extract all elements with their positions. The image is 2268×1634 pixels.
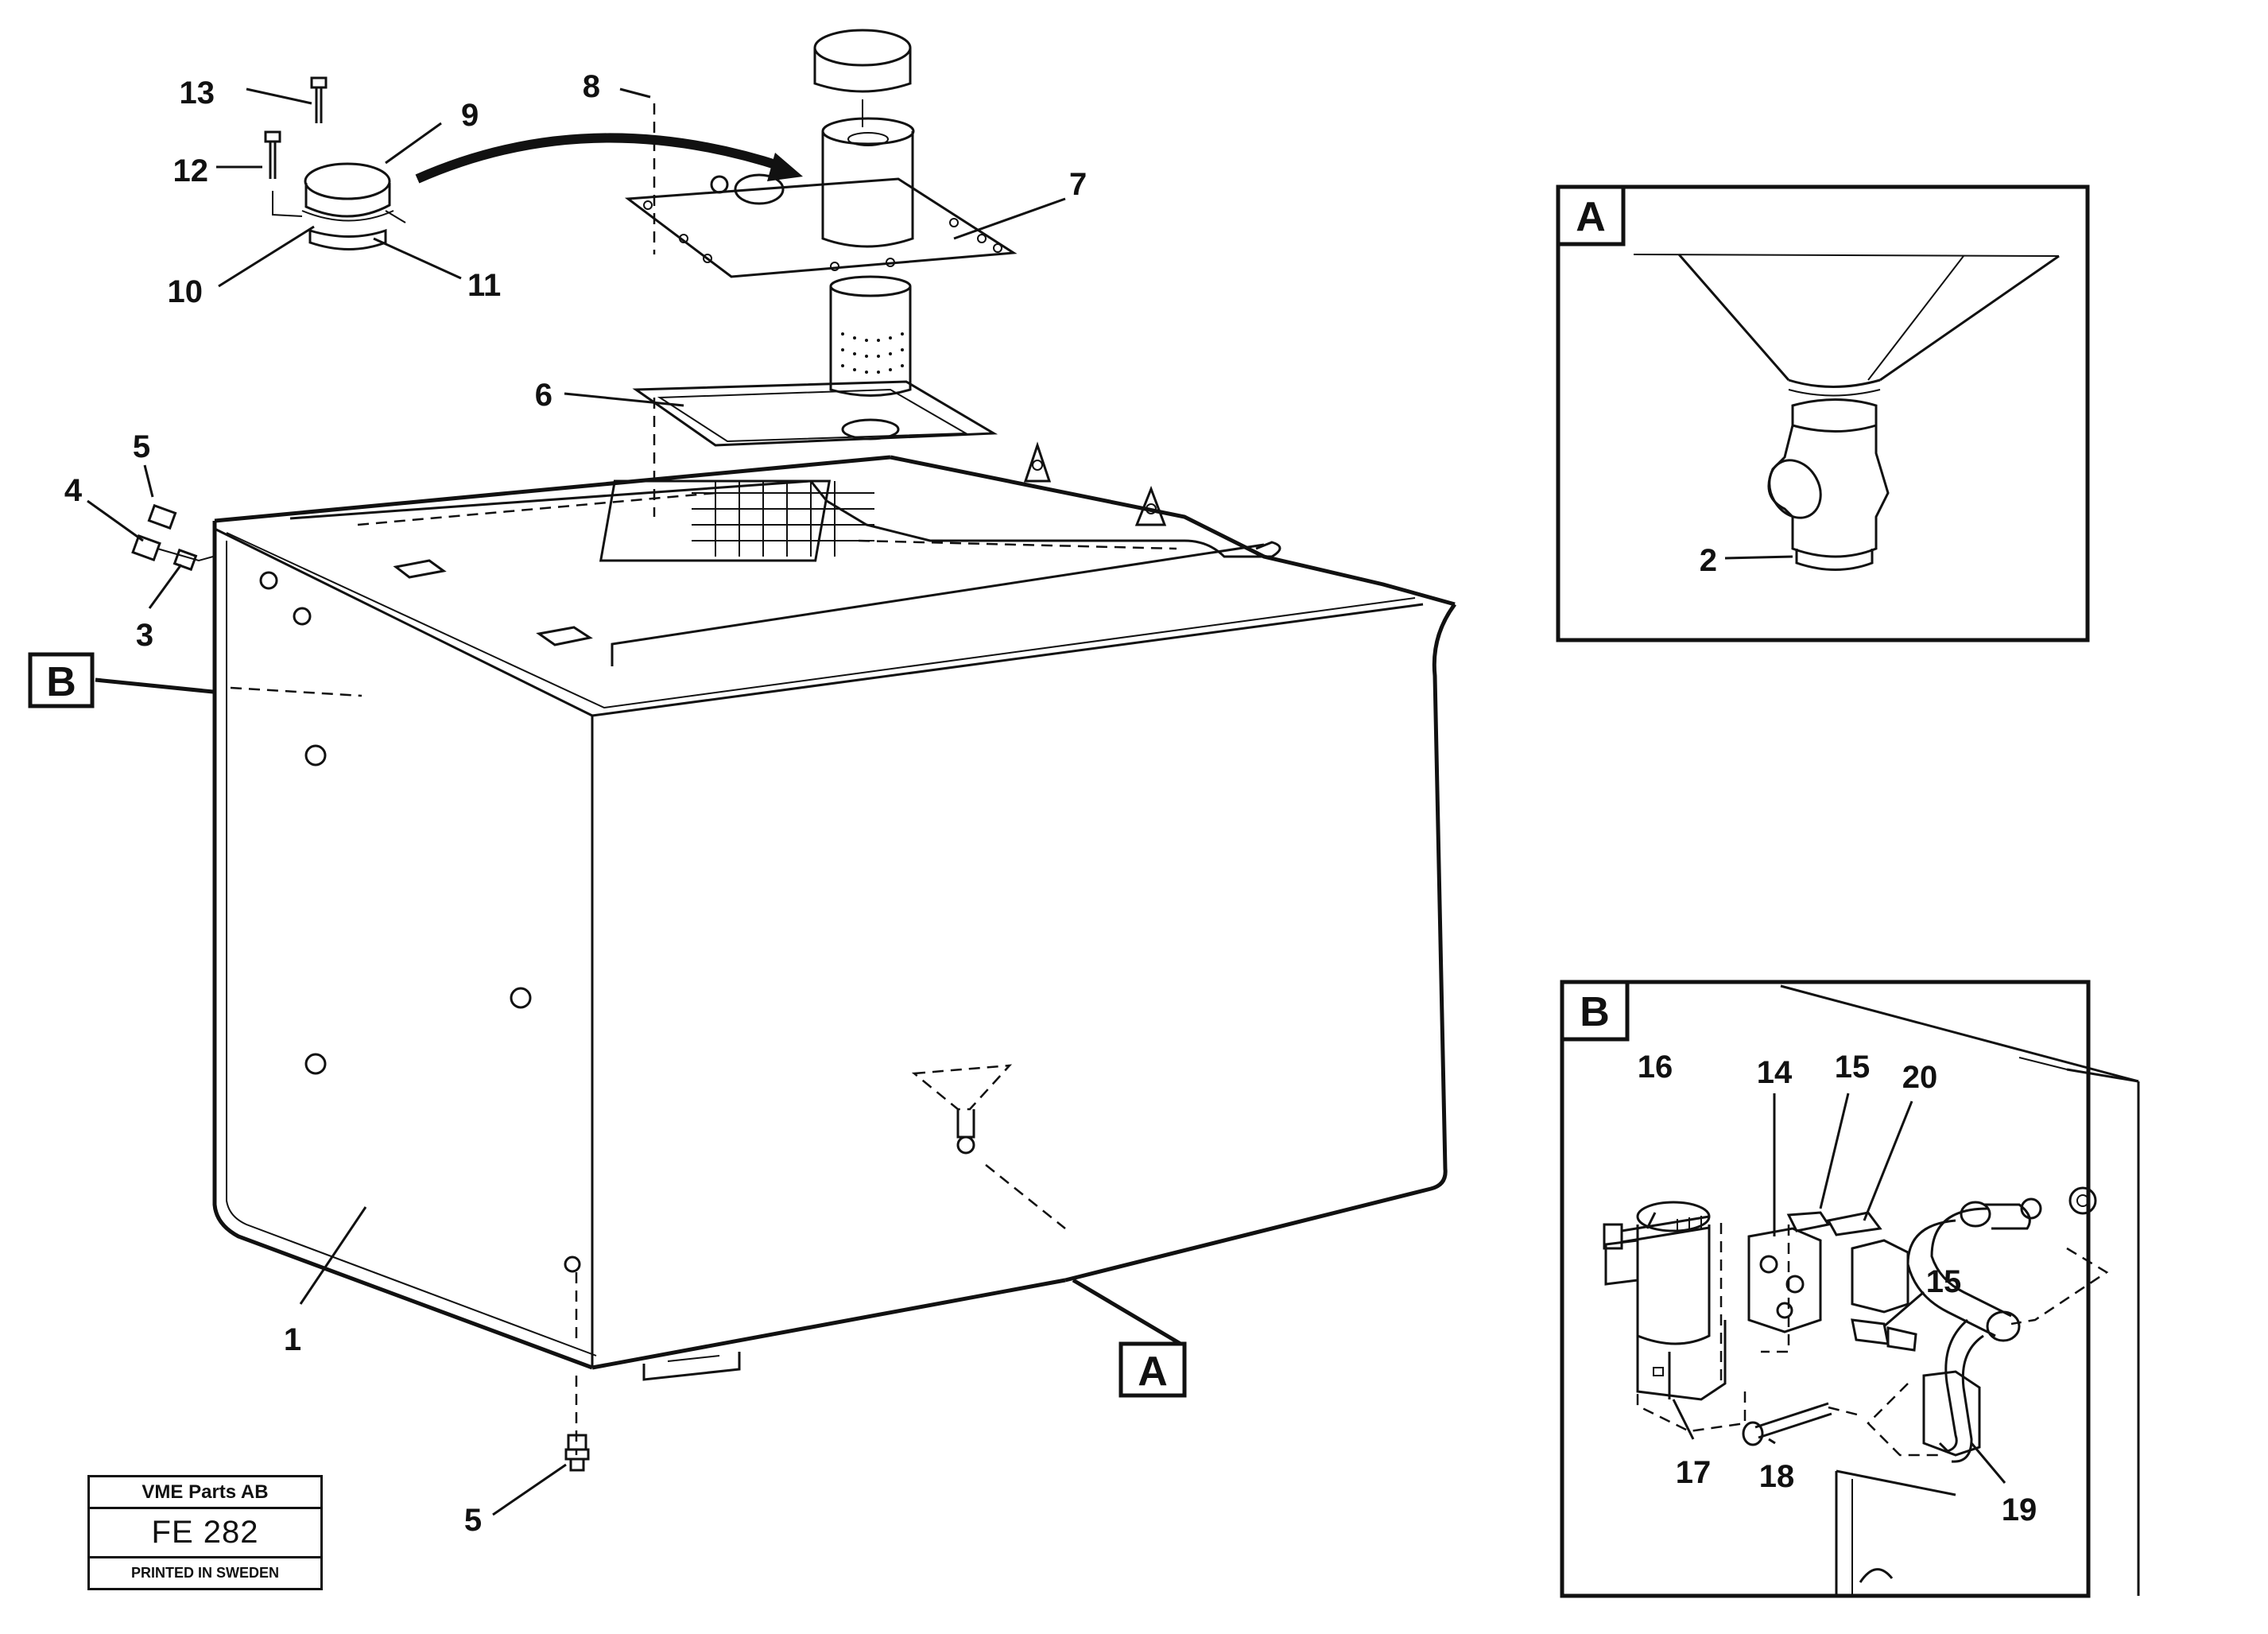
callout-5-bottom: 5 <box>464 1503 482 1538</box>
callout-15-bottom: 15 <box>1926 1264 1962 1299</box>
stamp-printed: PRINTED IN SWEDEN <box>130 1565 279 1581</box>
callout-9: 9 <box>461 98 479 133</box>
ref-label-B-inset: B <box>1580 989 1610 1035</box>
callout-2: 2 <box>1700 543 1717 578</box>
callout-17: 17 <box>1676 1455 1712 1490</box>
ref-box-A-main: A <box>1118 1341 1187 1398</box>
callout-3: 3 <box>136 618 153 653</box>
title-stamp: VME Parts AB FE 282 PRINTED IN SWEDEN <box>87 1475 323 1590</box>
callout-12: 12 <box>173 153 209 188</box>
ref-box-B-main: B <box>28 652 95 708</box>
side-bolts <box>259 571 581 1273</box>
left-fittings <box>131 503 214 572</box>
callout-19: 19 <box>2002 1492 2037 1527</box>
callout-16: 16 <box>1638 1050 1673 1085</box>
assembly-arrow <box>415 133 803 184</box>
ref-label-A-inset: A <box>1576 194 1606 240</box>
filter-perforations <box>841 332 904 374</box>
callout-1: 1 <box>284 1322 301 1357</box>
callout-11: 11 <box>467 268 501 303</box>
callout-5-top: 5 <box>133 429 150 464</box>
pressure-switch-group <box>264 76 406 250</box>
callout-7: 7 <box>1069 167 1087 202</box>
callout-4: 4 <box>64 473 83 508</box>
detail-A-inset: A 2 <box>1556 184 2090 642</box>
callout-6: 6 <box>535 378 552 413</box>
callouts-main: 13 9 12 10 11 8 7 6 5 4 3 1 5 <box>64 69 1087 1538</box>
ref-label-A-main: A <box>1138 1349 1168 1395</box>
drain-fitting <box>564 1434 590 1472</box>
callout-13: 13 <box>180 76 215 111</box>
detail-B-inset: B <box>1560 980 2140 1598</box>
callout-20: 20 <box>1902 1060 1938 1095</box>
filter-assembly <box>624 29 1018 517</box>
plate-holes <box>643 200 1002 271</box>
ref-label-B-main: B <box>46 659 76 705</box>
hydraulic-tank <box>212 441 1457 1455</box>
callout-18: 18 <box>1759 1459 1795 1494</box>
stamp-company: VME Parts AB <box>90 1477 320 1509</box>
callout-8: 8 <box>583 69 600 104</box>
stamp-drawing-number: FE 282 <box>90 1509 320 1558</box>
callout-14: 14 <box>1757 1055 1793 1090</box>
callout-10: 10 <box>168 274 204 309</box>
leader-lines <box>87 87 1182 1516</box>
callout-15-top: 15 <box>1835 1050 1871 1085</box>
